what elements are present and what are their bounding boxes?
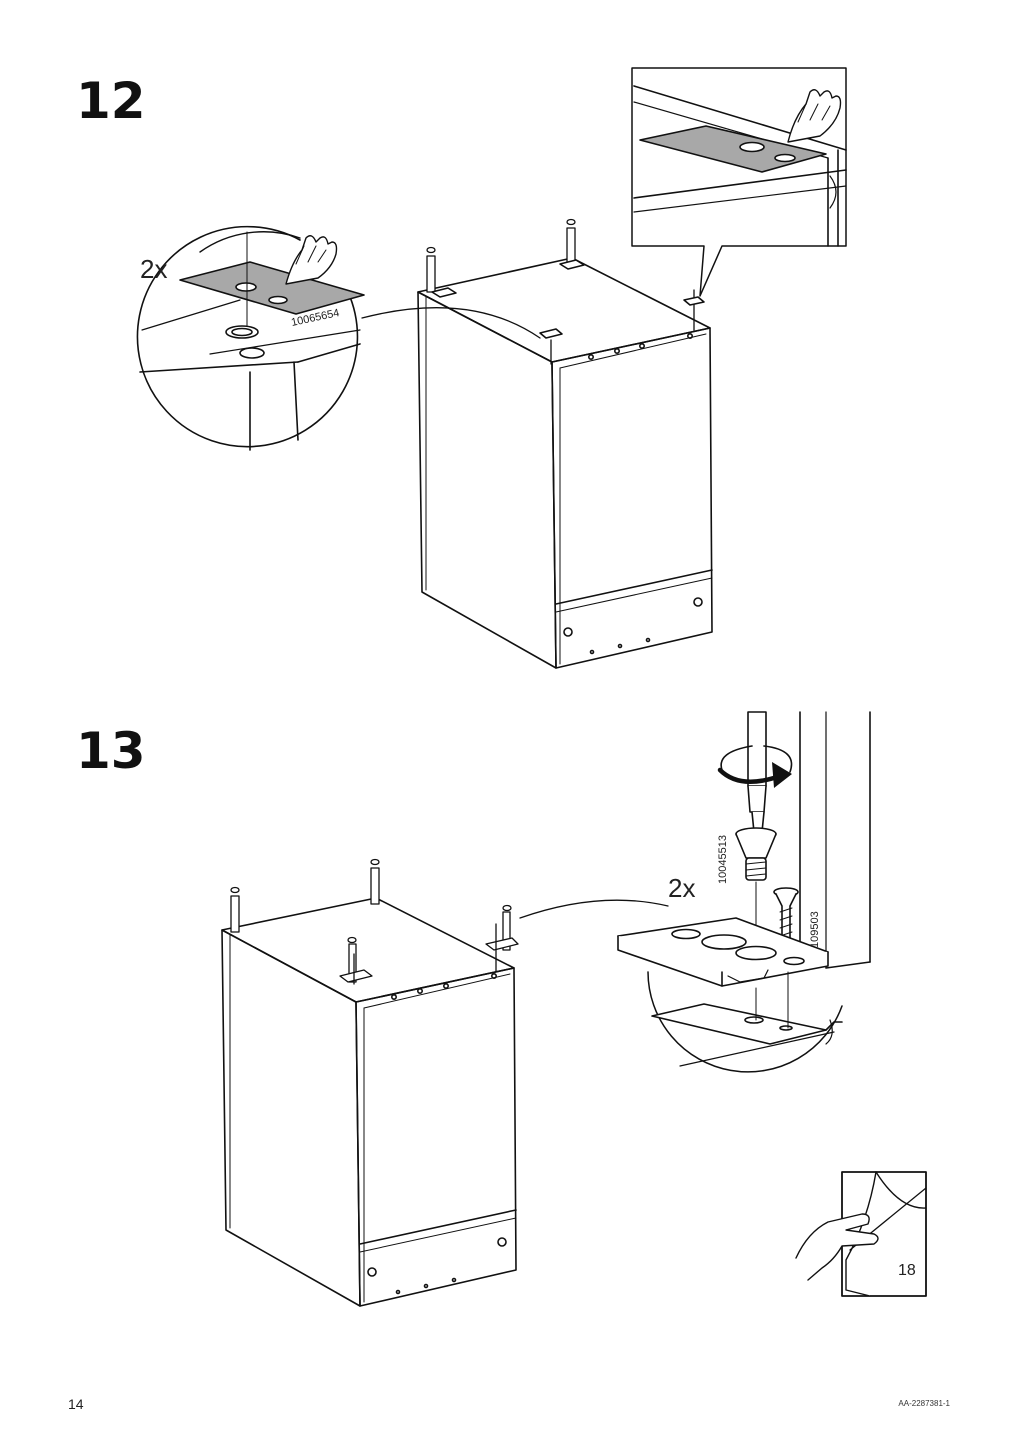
- step-12-number: 12: [76, 72, 146, 130]
- screwdriver-icon: [717, 711, 793, 843]
- step-13-screw-part-number: 109503: [809, 911, 821, 948]
- step-12-illustration: [136, 67, 847, 669]
- step-13-illustration: [221, 711, 927, 1307]
- step-12-cabinet: [417, 218, 713, 669]
- step-12-quantity: 2x: [140, 254, 167, 284]
- bolt-icon: [735, 827, 777, 961]
- mounting-plate: [617, 917, 829, 987]
- step-12-detail-circle: [136, 225, 365, 451]
- page-number: 14: [68, 1396, 84, 1412]
- step-13-number: 13: [76, 722, 146, 780]
- next-page-number: 18: [898, 1262, 916, 1279]
- step-12-detail-box: [631, 67, 847, 297]
- step-13-quantity: 2x: [668, 873, 695, 903]
- step-13-cabinet: [221, 858, 519, 1307]
- page-turn-hand-icon: [795, 1171, 927, 1297]
- step-13-detail-circle: [647, 971, 843, 1073]
- step-13-side-panel: [799, 711, 871, 969]
- step-13-bolt-part-number: 10045513: [717, 835, 729, 884]
- document-code: AA-2287381-1: [898, 1399, 950, 1408]
